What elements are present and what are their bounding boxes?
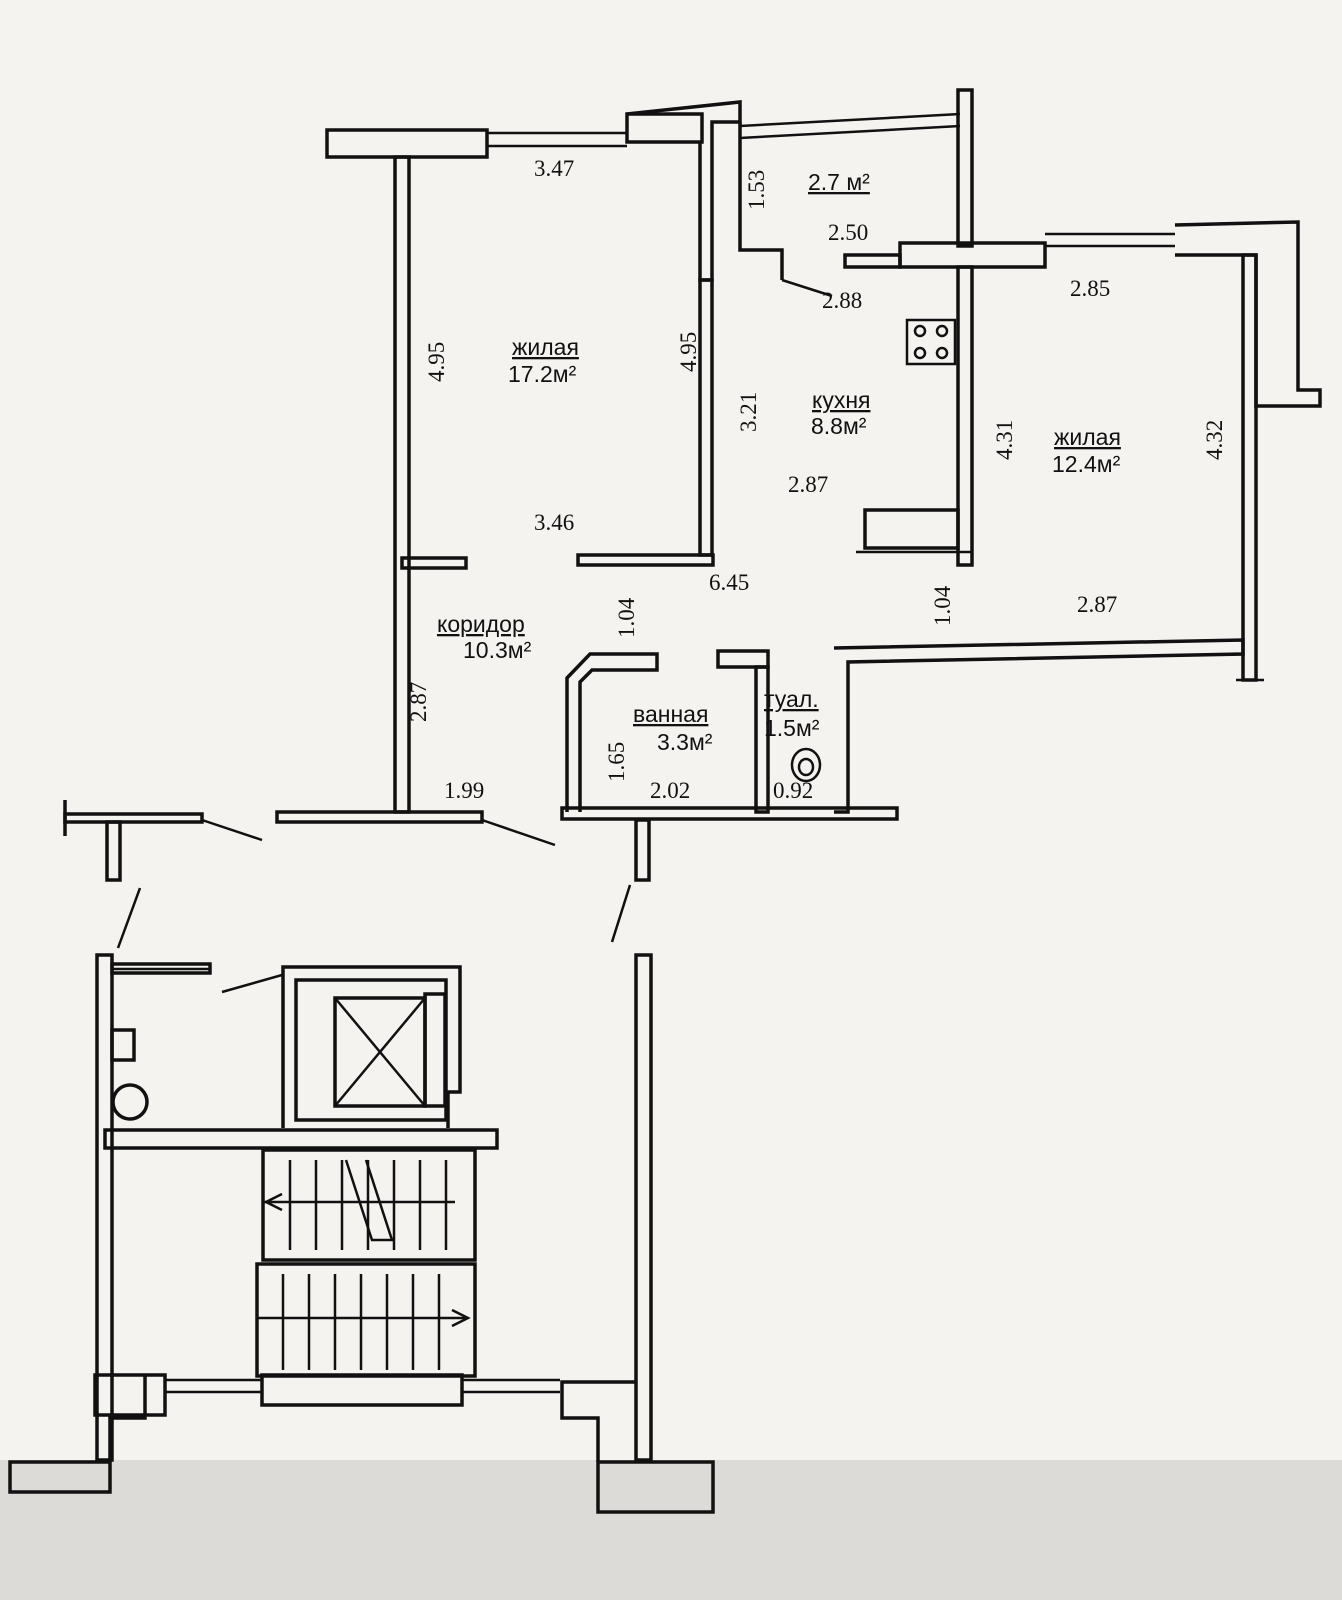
room-area-toilet: 1.5м² — [764, 715, 820, 741]
stove-icon — [905, 318, 957, 366]
room-area-corridor: 10.3м² — [463, 637, 532, 663]
toilet-icon — [790, 747, 822, 783]
dim-corridor-bottom: 1.99 — [444, 778, 484, 803]
room-name-corridor: коридор — [437, 611, 525, 637]
stair-wall-right — [634, 953, 653, 1462]
room-area-bathroom: 3.3м² — [657, 729, 713, 755]
wall-corridor-top — [576, 553, 715, 567]
wall-bath-bottom — [560, 806, 899, 821]
balcony-side-wall — [956, 88, 974, 248]
balcony-rail — [739, 112, 961, 128]
dim-living1-top: 3.47 — [534, 156, 574, 181]
elevator-shaft — [281, 965, 462, 1128]
dim-bathroom-side: 1.65 — [604, 742, 629, 782]
room-name-living1: жилая — [512, 334, 579, 360]
room-area-living1: 17.2м² — [508, 361, 577, 387]
stair-wall-left — [95, 953, 114, 1462]
dim-hall-length: 6.45 — [709, 570, 749, 595]
dim-kitchen-bottom: 2.87 — [788, 472, 828, 497]
room-area-living2: 12.4м² — [1052, 451, 1121, 477]
dim-living2-right: 4.32 — [1202, 420, 1227, 460]
room-name-bathroom: ванная — [633, 701, 708, 727]
dim-living1-left: 4.95 — [424, 342, 449, 382]
dim-bathroom-bottom: 2.02 — [650, 778, 690, 803]
room-name-kitchen: кухня — [812, 387, 870, 413]
dim-passage-right: 1.04 — [930, 585, 955, 626]
dim-living1-bottom: 3.46 — [534, 510, 574, 535]
dim-kitchen-left: 3.21 — [736, 392, 761, 432]
dim-living2-top: 2.85 — [1070, 276, 1110, 301]
landing-slab — [103, 1128, 499, 1150]
room-area-kitchen: 8.8м² — [811, 413, 867, 439]
dim-kitchen-top: 2.88 — [822, 288, 862, 313]
stairwell — [8, 800, 715, 1514]
room-name-living2: жилая — [1054, 424, 1121, 450]
stair-arrow-left-icon — [263, 1192, 283, 1212]
kitchen-counter — [863, 508, 960, 550]
dim-living2-bottom: 2.87 — [1077, 592, 1117, 617]
dim-balcony-side: 1.53 — [744, 170, 769, 210]
dim-corridor-left: 2.87 — [406, 682, 431, 722]
balcony-door-swing — [781, 278, 833, 298]
stair-arrow-right-icon — [451, 1308, 471, 1328]
room-area-balcony: 2.7 м² — [808, 169, 870, 195]
dim-passage-left: 1.04 — [614, 597, 639, 638]
wall-living2-bottom — [833, 638, 1245, 814]
apartment-walls — [275, 88, 1322, 847]
dim-toilet-bottom: 0.92 — [773, 778, 813, 803]
wall-corridor-bottom — [275, 810, 484, 824]
garbage-chute-icon — [111, 1083, 149, 1121]
dim-living1-right: 4.95 — [676, 332, 701, 372]
stair-flight-upper — [261, 1148, 477, 1262]
entrance-door-swing — [481, 818, 556, 847]
wall-kitchen-living2 — [956, 265, 974, 567]
wall-bath-toilet — [754, 665, 770, 814]
wall-bathroom — [565, 652, 659, 812]
room-name-toilet: туал. — [764, 686, 819, 712]
paper-sheet — [0, 0, 1342, 1460]
dim-living2-left: 4.31 — [992, 420, 1017, 460]
dim-balcony-bottom: 2.50 — [828, 220, 868, 245]
